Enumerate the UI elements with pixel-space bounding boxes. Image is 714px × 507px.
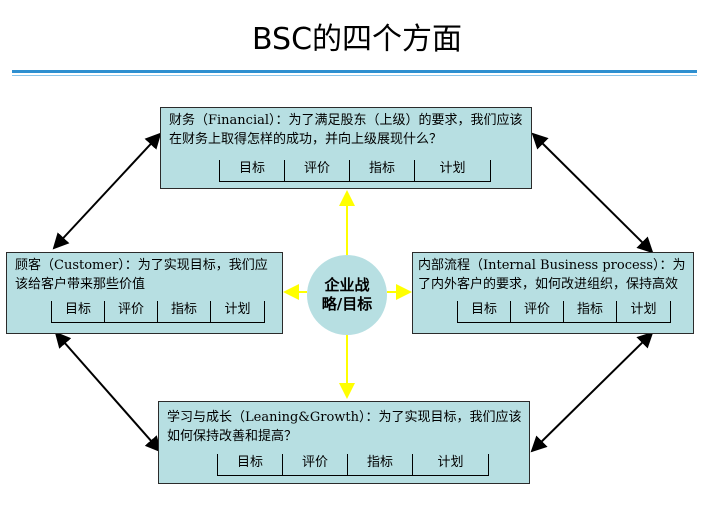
arrow-financial-internal (531, 132, 654, 254)
learning-tab-indicator: 指标 (348, 454, 413, 476)
learning-growth-tabs: 目标 评价 指标 计划 (217, 454, 489, 476)
page-title: BSC的四个方面 (251, 22, 463, 57)
financial-description: 财务（Financial）：为了满足股东（上级）的要求，我们应该在财务上取得怎样… (169, 113, 523, 147)
arrow-internal-learning (530, 331, 654, 453)
box-customer: 顾客（Customer）：为了实现目标，我们应该给客户带来那些价值 目标 评价 … (6, 252, 283, 334)
customer-tab-plan: 计划 (211, 301, 264, 323)
customer-tab-evaluation: 评价 (105, 301, 158, 323)
internal-process-tabs: 目标 评价 指标 计划 (457, 301, 671, 323)
internal-tab-indicator: 指标 (564, 301, 617, 323)
financial-tab-indicator: 指标 (350, 160, 415, 182)
arrow-customer-learning (54, 331, 162, 453)
customer-description: 顾客（Customer）：为了实现目标，我们应该给客户带来那些价值 (15, 258, 268, 292)
learning-tab-goal: 目标 (218, 454, 283, 476)
learning-growth-description: 学习与成长（Leaning&Growth）：为了实现目标，我们应该如何保持改善和… (167, 410, 522, 444)
financial-tabs: 目标 评价 指标 计划 (219, 160, 491, 182)
title-divider (12, 70, 697, 73)
box-learning-growth: 学习与成长（Leaning&Growth）：为了实现目标，我们应该如何保持改善和… (158, 401, 530, 484)
customer-tab-goal: 目标 (52, 301, 105, 323)
customer-tab-indicator: 指标 (158, 301, 211, 323)
box-internal-process: 内部流程（Internal Business process）：为了内外客户的要… (412, 252, 694, 334)
learning-tab-evaluation: 评价 (283, 454, 348, 476)
internal-tab-goal: 目标 (458, 301, 511, 323)
strategy-goal-circle: 企业战略/目标 (307, 255, 387, 335)
internal-tab-evaluation: 评价 (511, 301, 564, 323)
financial-tab-evaluation: 评价 (285, 160, 350, 182)
strategy-goal-label: 企业战略/目标 (321, 276, 373, 313)
arrow-financial-customer (52, 132, 162, 250)
learning-tab-plan: 计划 (413, 454, 488, 476)
financial-tab-plan: 计划 (415, 160, 490, 182)
internal-process-description: 内部流程（Internal Business process）：为了内外客户的要… (418, 258, 686, 292)
box-financial: 财务（Financial）：为了满足股东（上级）的要求，我们应该在财务上取得怎样… (160, 107, 532, 189)
internal-tab-plan: 计划 (617, 301, 670, 323)
title-divider-thin (12, 75, 697, 76)
financial-tab-goal: 目标 (220, 160, 285, 182)
customer-tabs: 目标 评价 指标 计划 (51, 301, 265, 323)
